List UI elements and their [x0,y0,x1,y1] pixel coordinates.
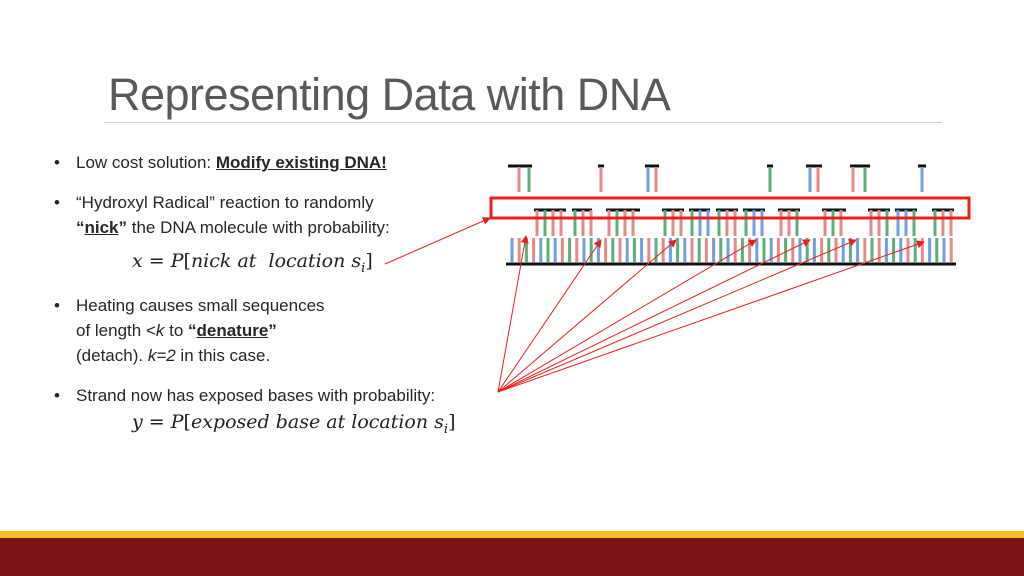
formula-nick-probability: x = P[nick at location si] [132,250,373,276]
formula-lhs: y [132,411,143,433]
bullet-dot: • [54,386,60,405]
denature-term: denature [196,321,269,340]
k-variable: k [155,321,165,340]
bullet-3-line-3: (detach). k=2 in this case. [76,343,325,368]
formula-body: exposed base at location s [190,411,444,433]
formula-body: nick at location s [190,250,362,272]
formula-eq: = [142,250,171,272]
bullet-dot: • [54,193,60,212]
exposed-base-arrow [497,239,857,393]
formula-p: P [170,250,184,272]
bullet-2-rest: the DNA molecule with probability: [127,218,390,237]
formula-bracket: ] [448,411,456,433]
bullet-1: • Low cost solution: Modify existing DNA… [54,150,387,175]
bullet-3-line-1: Heating causes small sequences [76,296,325,315]
exposed-base-arrow [497,235,529,393]
detached-fragments [508,164,926,192]
formula-bracket: [ [183,411,191,433]
formula-subscript: i [361,260,366,276]
quote-close: ” [118,218,128,237]
bullet-3-pre: of length < [76,321,156,340]
exposed-base-arrows [497,235,925,393]
formula-p: P [170,411,184,433]
bullet-3: • Heating causes small sequences of leng… [54,293,325,368]
exposed-base-arrow [497,240,925,393]
bullet-2: • “Hydroxyl Radical” reaction to randoml… [54,190,390,240]
bullet-3-case: in this case. [175,346,271,365]
bullet-2-line-1: “Hydroxyl Radical” reaction to randomly [76,193,374,212]
bullet-3-to: to [164,321,188,340]
slide-title: Representing Data with DNA [108,69,671,120]
quote-close: ” [268,321,277,340]
footer-maroon-band [0,538,1024,576]
formula-subscript: i [443,421,449,437]
bullet-4-text: Strand now has exposed bases with probab… [76,386,436,405]
nicked-strand [534,208,954,236]
formula-eq: = [142,411,171,433]
formula-bracket: [ [183,250,191,272]
bullet-dot: • [54,153,60,172]
bullet-2-line-2: “nick” the DNA molecule with probability… [76,215,390,240]
bullet-3-line-2: of length <k to “denature” [76,318,325,343]
footer-gold-band [0,531,1024,538]
highlight-box [489,196,971,220]
formula-bracket: ] [365,250,373,272]
bullet-4: • Strand now has exposed bases with prob… [54,383,436,408]
bound-bases [510,238,953,262]
exposed-base-arrow [497,239,757,393]
bullet-dot: • [54,296,60,315]
k-value: k=2 [147,346,176,365]
nick-arrow [384,217,491,265]
exposed-base-arrow [497,239,677,393]
bullet-1-emphasis: Modify existing DNA! [215,153,387,172]
quote-open: “ [188,321,197,340]
formula-lhs: x [132,250,143,272]
exposed-base-arrow [497,239,602,393]
exposed-base-arrow [497,239,811,393]
formula-exposed-probability: y = P[exposed base at location si] [132,411,456,437]
quote-open: “ [76,218,85,237]
bullet-3-detach: (detach). [76,346,148,365]
bullet-1-lead: Low cost solution: [76,153,216,172]
title-divider [104,122,942,123]
nick-term: nick [84,218,119,237]
